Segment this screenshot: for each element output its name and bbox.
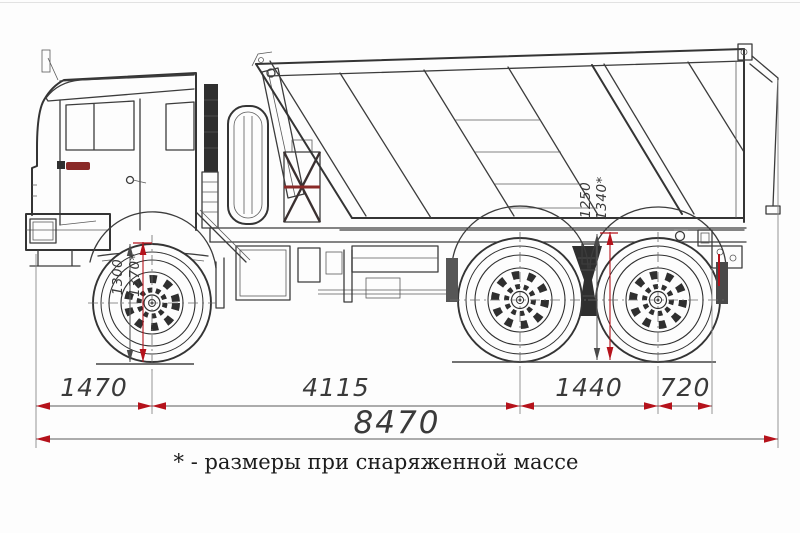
front-fender bbox=[89, 211, 217, 269]
door-handle-base bbox=[57, 161, 65, 169]
dimension-arrows bbox=[36, 232, 778, 443]
rear-quarter-panel bbox=[165, 101, 195, 151]
truck-drawing bbox=[25, 43, 781, 365]
ground-lines bbox=[96, 361, 716, 365]
wheels bbox=[92, 237, 721, 363]
oil-tank bbox=[282, 139, 322, 223]
mirror-arm bbox=[47, 57, 59, 81]
spare-wheel bbox=[227, 105, 269, 225]
cab bbox=[31, 49, 197, 231]
middle-fender bbox=[451, 205, 589, 269]
dim-rear-overhang: 720 bbox=[660, 373, 711, 402]
bogie-front-mudflap bbox=[446, 258, 458, 302]
battery-box bbox=[235, 245, 291, 301]
dimension-annotations: 1470 4115 1440 720 8470 1300 1370* 1250 … bbox=[35, 80, 779, 474]
dim-wheelbase: 4115 bbox=[302, 373, 370, 402]
front-bumper bbox=[25, 213, 111, 267]
headlight-icon bbox=[29, 218, 57, 244]
bogie-rear-mudflap bbox=[716, 262, 728, 304]
dim-overall-length: 8470 bbox=[354, 405, 441, 441]
dim-rear-bogie-base: 1440 bbox=[555, 373, 623, 402]
footnote: * - размеры при снаряженной массе bbox=[174, 450, 579, 474]
vertical-dim-arrows-black bbox=[126, 234, 601, 362]
air-intake-stack bbox=[204, 84, 218, 172]
mid-mudflap bbox=[343, 249, 353, 303]
body-ribs bbox=[339, 61, 745, 219]
behind-cab-equipment bbox=[201, 63, 439, 303]
dim-rear-height-gvw: 1250 bbox=[578, 182, 594, 218]
mirror-icon bbox=[41, 49, 51, 73]
door-accent-strip bbox=[66, 162, 90, 170]
sun-visor bbox=[45, 74, 195, 102]
body-rear-visor bbox=[735, 43, 781, 223]
dump-body bbox=[251, 43, 781, 231]
center-lines bbox=[88, 232, 728, 371]
dim-front-height-curb: 1370* bbox=[127, 253, 143, 297]
dim-front-height-gvw: 1300 bbox=[110, 259, 126, 295]
door-window bbox=[65, 100, 135, 151]
dim-front-overhang: 1470 bbox=[60, 373, 128, 402]
dim-rear-height-curb: 1340* bbox=[594, 176, 610, 220]
